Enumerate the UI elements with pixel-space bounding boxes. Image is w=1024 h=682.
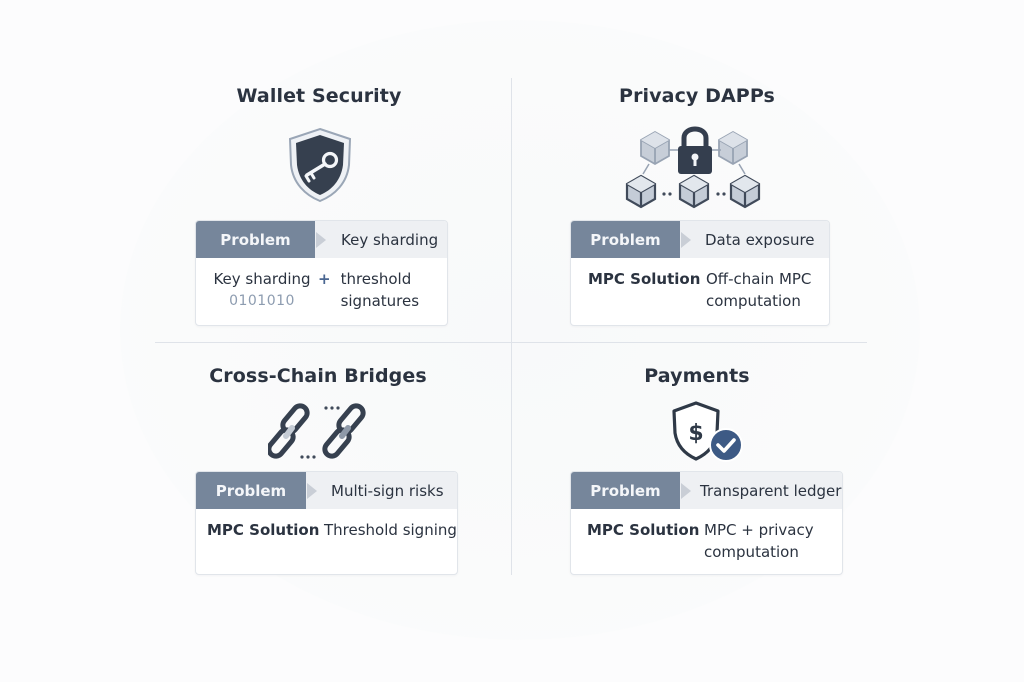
privacy-dapps-card: Problem Data exposure MPC Solution Off-c… [570, 220, 830, 326]
solution-line1: Off-chain MPC [706, 270, 812, 288]
problem-text: Multi-sign risks [331, 481, 444, 500]
problem-tab: Problem [196, 472, 317, 509]
svg-text:$: $ [688, 421, 703, 446]
shield-dollar-check-icon: $ [672, 401, 743, 462]
plus-operator: + [318, 270, 331, 288]
solution-line2: computation [704, 543, 799, 561]
solution-label: MPC Solution [588, 270, 701, 288]
solution-label: MPC Solution [587, 521, 700, 539]
binary-label: 0101010 [229, 293, 295, 309]
solution-line1: Threshold signing [324, 521, 457, 539]
problem-text: Key sharding [341, 230, 439, 249]
solution-key-sharding: Key sharding [213, 270, 311, 288]
solution-line2: computation [706, 292, 801, 310]
problem-text: Data exposure [705, 230, 815, 249]
shield-key-icon [288, 127, 352, 203]
wallet-security-card: Problem Key sharding Key sharding 010101… [195, 220, 448, 326]
payments-title: Payments [644, 365, 750, 387]
solution-threshold-line2: signatures [340, 292, 420, 310]
solution-line1: MPC + privacy [704, 521, 814, 539]
wallet-security-title: Wallet Security [236, 85, 402, 107]
cross-chain-bridges-title: Cross-Chain Bridges [209, 365, 427, 387]
chain-links-icon [268, 403, 366, 459]
privacy-dapps-title: Privacy DAPPs [619, 85, 775, 107]
problem-tab: Problem [196, 221, 326, 258]
solution-threshold-line1: threshold [340, 270, 412, 288]
vertical-divider [511, 78, 512, 575]
lock-network-cubes-icon [625, 126, 761, 209]
cross-chain-bridges-card: Problem Multi-sign risks MPC Solution Th… [195, 471, 458, 575]
horizontal-divider [155, 342, 867, 343]
solution-label: MPC Solution [207, 521, 320, 539]
problem-tab: Problem [571, 472, 691, 509]
problem-tab: Problem [571, 221, 691, 258]
problem-text: Transparent ledger [700, 481, 842, 500]
payments-card: Problem Transparent ledger MPC Solution … [570, 471, 843, 575]
